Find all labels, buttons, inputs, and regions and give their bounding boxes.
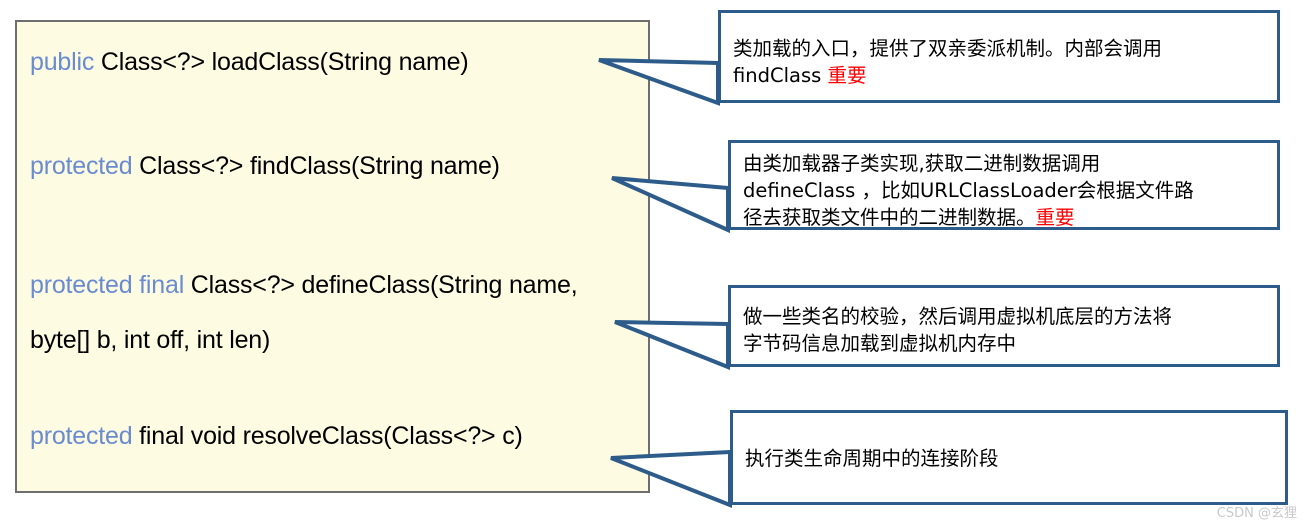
callout-1-line-2: findClass	[733, 64, 828, 87]
csdn-watermark: CSDN @玄狸	[1216, 506, 1297, 521]
callout-2-emphasis: 重要	[1035, 206, 1075, 229]
signature-find-class: Class<?> findClass(String name)	[132, 152, 500, 180]
signature-load-class: Class<?> loadClass(String name)	[94, 48, 469, 76]
callout-resolve-class-text: 执行类生命周期中的连接阶段	[745, 445, 1275, 472]
callout-define-class-text: 做一些类名的校验，然后调用虚拟机底层的方法将 字节码信息加载到虚拟机内存中	[743, 303, 1267, 357]
callout-find-class: 由类加载器子类实现,获取二进制数据调用 defineClass ，比如URLCl…	[728, 140, 1280, 230]
callout-1-emphasis: 重要	[827, 64, 867, 87]
keyword-protected-2: protected	[30, 422, 133, 450]
signature-resolve-class: final void resolveClass(Class<?> c)	[132, 422, 523, 450]
callout-find-class-text: 由类加载器子类实现,获取二进制数据调用 defineClass ，比如URLCl…	[743, 150, 1267, 231]
code-line-load-class: public Class<?> loadClass(String name)	[30, 48, 642, 77]
code-line-define-class: protected final Class<?> defineClass(Str…	[30, 258, 642, 368]
keyword-protected: protected	[30, 152, 133, 180]
callout-2-line-2: defineClass ，比如URLClassLoader会根据文件路	[743, 179, 1194, 202]
signature-define-class: Class<?> defineClass(String name, byte[]…	[30, 271, 578, 354]
callout-3-line-2: 字节码信息加载到虚拟机内存中	[743, 332, 1017, 355]
callout-1-line-1: 类加载的入口，提供了双亲委派机制。内部会调用	[733, 37, 1163, 60]
code-line-find-class: protected Class<?> findClass(String name…	[30, 152, 642, 181]
keyword-public: public	[30, 48, 95, 76]
callout-load-class-text: 类加载的入口，提供了双亲委派机制。内部会调用 findClass 重要	[733, 35, 1267, 89]
keyword-protected-final: protected final	[30, 271, 185, 299]
code-line-resolve-class: protected final void resolveClass(Class<…	[30, 422, 642, 451]
callout-2-line-1: 由类加载器子类实现,获取二进制数据调用	[743, 152, 1101, 175]
callout-4-line-1: 执行类生命周期中的连接阶段	[745, 447, 999, 470]
class-loader-method-panel: public Class<?> loadClass(String name) p…	[15, 20, 650, 493]
callout-resolve-class: 执行类生命周期中的连接阶段	[730, 410, 1288, 505]
callout-2-line-3: 径去获取类文件中的二进制数据。	[743, 206, 1036, 229]
callout-3-line-1: 做一些类名的校验，然后调用虚拟机底层的方法将	[743, 305, 1173, 328]
callout-load-class: 类加载的入口，提供了双亲委派机制。内部会调用 findClass 重要	[718, 10, 1280, 103]
callout-define-class: 做一些类名的校验，然后调用虚拟机底层的方法将 字节码信息加载到虚拟机内存中	[728, 285, 1280, 367]
